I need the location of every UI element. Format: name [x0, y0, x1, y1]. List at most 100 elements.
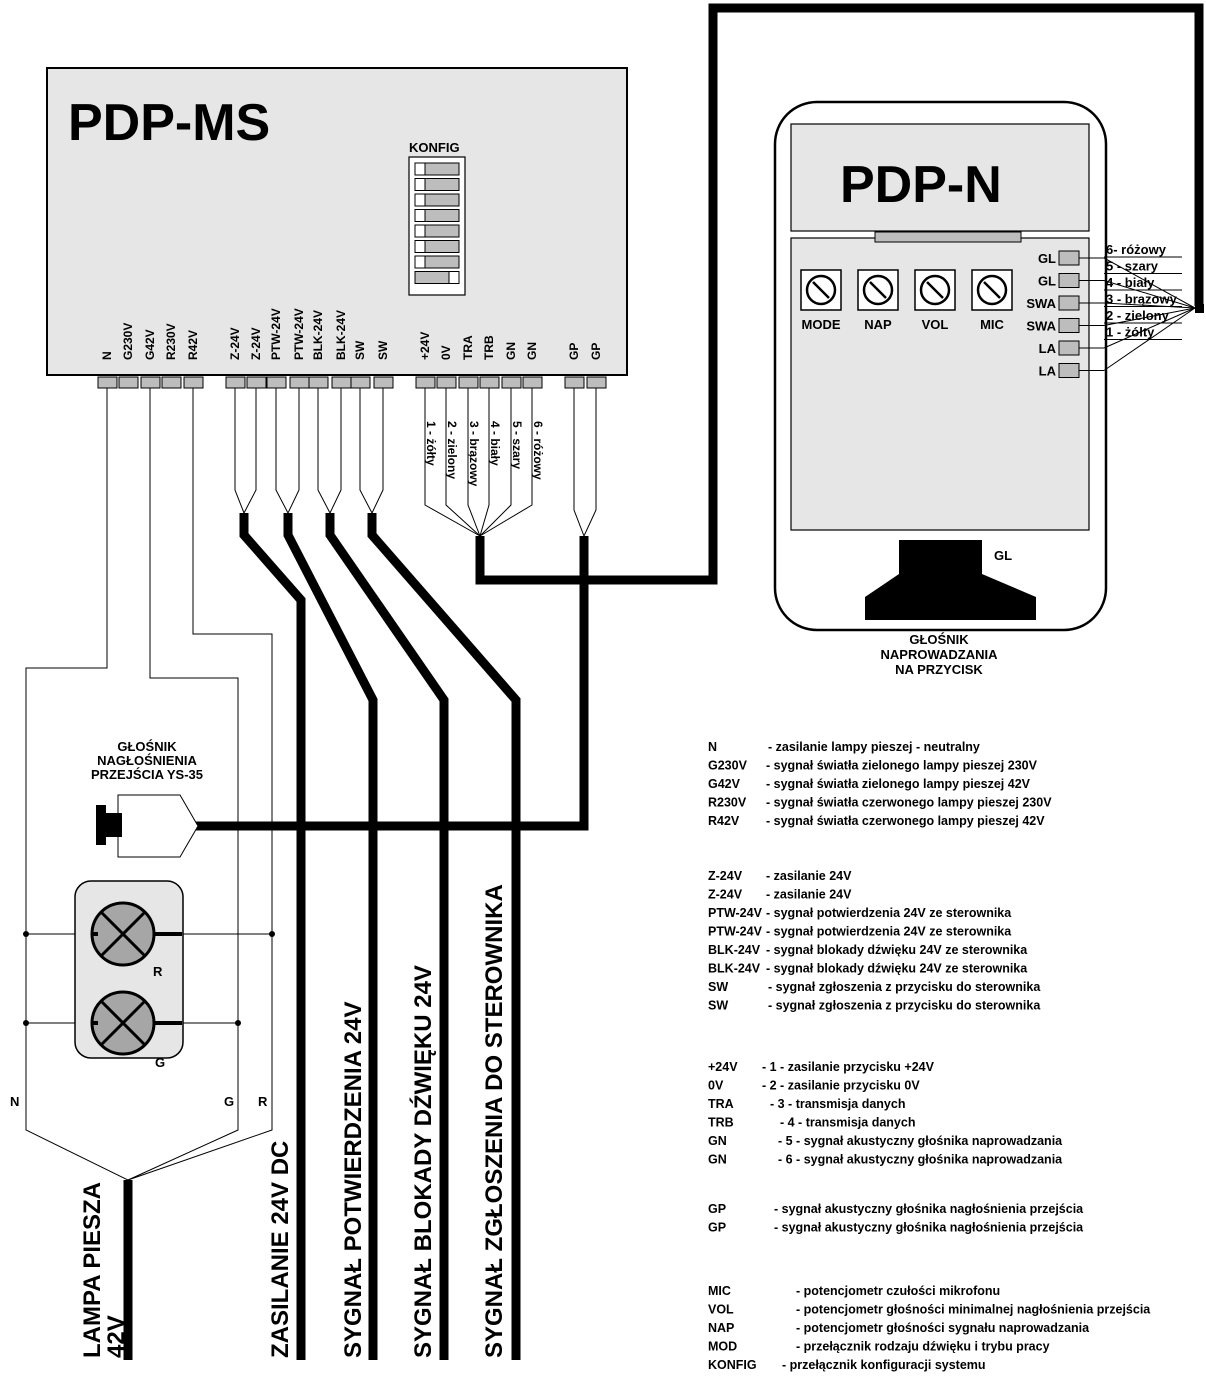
- lamp-green-icon: [90, 990, 156, 1056]
- pin-label: SW: [353, 340, 367, 360]
- terminal: [350, 376, 371, 389]
- pin-label: +24V: [418, 332, 432, 360]
- terminal: [501, 376, 522, 389]
- pin-label: PTW-24V: [269, 308, 283, 360]
- svg-text:NAGŁOŚNIENIA: NAGŁOŚNIENIA: [97, 753, 197, 768]
- svg-text:GP: GP: [708, 1202, 726, 1216]
- svg-text:PTW-24V: PTW-24V: [708, 906, 763, 920]
- terminal: [225, 376, 246, 389]
- pin-label: R230V: [164, 323, 178, 360]
- terminal: [289, 376, 310, 389]
- svg-text:- 5 - sygnał akustyczny głośni: - 5 - sygnał akustyczny głośnika naprowa…: [778, 1134, 1063, 1148]
- svg-text:GL: GL: [1038, 251, 1056, 266]
- wire-color-label: 2 - zielony: [445, 421, 459, 479]
- terminal: [183, 376, 204, 389]
- pin-label: GN: [525, 342, 539, 360]
- svg-text:VOL: VOL: [922, 317, 949, 332]
- pdp-n-wire-label: 3 - brązowy: [1106, 292, 1178, 307]
- svg-text:Z-24V: Z-24V: [708, 869, 743, 883]
- pin-label: G42V: [143, 329, 157, 360]
- legend-row: VOL- potencjometr głośności minimalnej n…: [708, 1303, 1151, 1317]
- svg-text:G230V: G230V: [708, 759, 748, 773]
- legend-row: 0V- 2 - zasilanie przycisku 0V: [708, 1079, 920, 1093]
- svg-text:GP: GP: [708, 1221, 726, 1235]
- terminal: [522, 376, 543, 389]
- svg-text:- sygnał światła zielonego lam: - sygnał światła zielonego lampy pieszej…: [766, 777, 1031, 791]
- knob-vol[interactable]: VOL: [914, 269, 956, 332]
- legend-row: GP - sygnał akustyczny głośnika nagłośnie…: [708, 1202, 1084, 1216]
- legend-row: +24V- 1 - zasilanie przycisku +24V: [708, 1060, 935, 1074]
- cable-zasilanie: [239, 513, 306, 1360]
- legend-row: TRB - 4 - transmisja danych: [708, 1116, 915, 1130]
- terminal: [266, 376, 287, 389]
- terminal: [140, 376, 161, 389]
- svg-text:SWA: SWA: [1026, 319, 1056, 334]
- svg-text:- zasilanie lampy pieszej - ne: - zasilanie lampy pieszej - neutralny: [768, 740, 980, 754]
- svg-text:- 4 - transmisja danych: - 4 - transmisja danych: [780, 1116, 915, 1130]
- pdp-n-terminal: SWA 3 - brązowy: [1026, 292, 1196, 334]
- pin-label: G230V: [121, 323, 135, 360]
- legend-row: R230V- sygnał światła czerwonego lampy p…: [708, 796, 1052, 810]
- pin-label: PTW-24V: [292, 308, 306, 360]
- konfig-label: KONFIG: [409, 140, 460, 155]
- svg-text:- sygnał akustyczny głośnika n: - sygnał akustyczny głośnika nagłośnieni…: [774, 1202, 1084, 1216]
- svg-text:SW: SW: [708, 980, 728, 994]
- pedestrian-lamp: R G N G R: [10, 880, 268, 1109]
- svg-text:- sygnał blokady dźwięku 24V z: - sygnał blokady dźwięku 24V ze sterowni…: [766, 943, 1028, 957]
- cable-pdp-n: [475, 3, 1204, 585]
- pdp-n-slot: [874, 231, 1022, 243]
- wire-r-label: R: [258, 1094, 268, 1109]
- terminal: [97, 376, 118, 389]
- legend-row: GN- 6 - sygnał akustyczny głośnika napro…: [708, 1153, 1063, 1167]
- lamp-r-label: R: [153, 964, 163, 979]
- pin-label: GP: [589, 343, 603, 360]
- pin-label: BLK-24V: [311, 310, 325, 360]
- pin-label: Z-24V: [249, 327, 263, 360]
- cable-label-blokada: SYGNAŁ BLOKADY DŹWIĘKU 24V: [409, 965, 437, 1358]
- signal-fanout-wires: [234, 388, 384, 515]
- legend-row: BLK-24V- sygnał blokady dźwięku 24V ze s…: [708, 943, 1028, 957]
- pin-label: SW: [376, 340, 390, 360]
- terminal: [118, 376, 139, 389]
- gp-fanout-wires: [573, 388, 597, 538]
- legend-row: TRA- 3 - transmisja danych: [708, 1097, 905, 1111]
- terminal: [415, 376, 436, 389]
- legend-row: G42V - sygnał światła zielonego lampy pie…: [708, 777, 1031, 791]
- terminal: [586, 376, 607, 389]
- pdp-ms-title: PDP-MS: [68, 94, 270, 152]
- svg-text:- potencjometr głośności minim: - potencjometr głośności minimalnej nagł…: [796, 1303, 1151, 1317]
- pin-label: 0V: [439, 345, 453, 360]
- wire-color-label: 5 - szary: [510, 421, 524, 469]
- svg-text:0V: 0V: [708, 1079, 724, 1093]
- cable-gp: [195, 536, 589, 831]
- svg-text:GN: GN: [708, 1134, 727, 1148]
- svg-text:- zasilanie 24V: - zasilanie 24V: [766, 888, 852, 902]
- terminal: [161, 376, 182, 389]
- pin-label: GN: [504, 342, 518, 360]
- lamp-red-icon: [90, 901, 156, 967]
- svg-text:MIC: MIC: [980, 317, 1004, 332]
- pdp-n-top-panel: [790, 123, 1090, 232]
- svg-text:Z-24V: Z-24V: [708, 888, 743, 902]
- knob-nap[interactable]: NAP: [857, 269, 899, 332]
- cable-labels: LAMPA PIESZA 42V ZASILANIE 24V DC SYGNAŁ…: [79, 884, 508, 1358]
- konfig-dip-switch[interactable]: [408, 156, 466, 296]
- pin-label: GP: [567, 343, 581, 360]
- ys35-speaker: GŁOŚNIK NAGŁOŚNIENIA PRZEJŚCIA YS-35: [91, 739, 203, 858]
- svg-text:TRB: TRB: [708, 1116, 734, 1130]
- svg-text:TRA: TRA: [708, 1097, 734, 1111]
- legend-row: MIC- potencjometr czułości mikrofonu: [708, 1284, 1000, 1298]
- legend-row: GN - 5 - sygnał akustyczny głośnika napro…: [708, 1134, 1063, 1148]
- svg-text:G42V: G42V: [708, 777, 741, 791]
- pdp-n-terminal: LA2 - zielony: [1039, 307, 1196, 356]
- lamp-wires: [23, 388, 275, 1181]
- cable-label-potwierdzenie: SYGNAŁ POTWIERDZENIA 24V: [340, 1002, 367, 1358]
- knob-mode[interactable]: MODE: [800, 269, 842, 332]
- knob-mic[interactable]: MIC: [971, 269, 1013, 332]
- pdp-n-title: PDP-N: [840, 156, 1002, 214]
